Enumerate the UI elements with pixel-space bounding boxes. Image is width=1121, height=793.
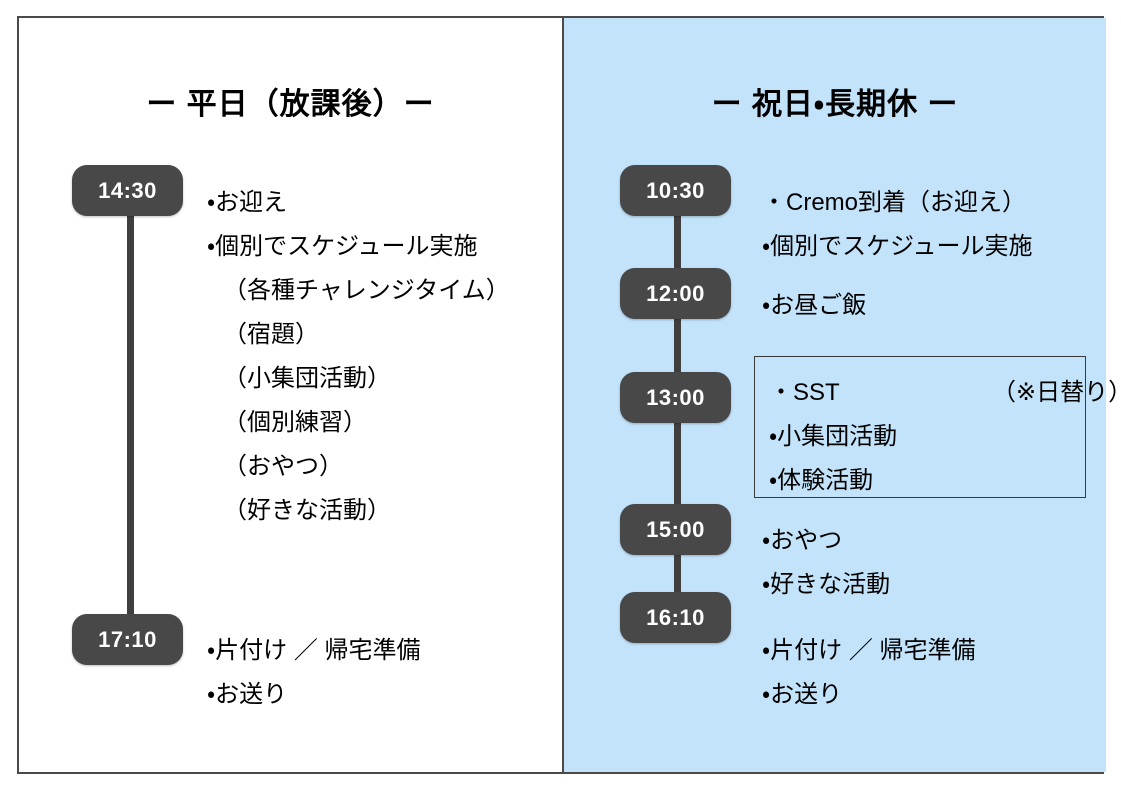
holiday-activity-list-1: ・Cremo到着（お迎え） ・個別でスケジュール実施 — [762, 181, 1032, 269]
activity-line: ・個別でスケジュール実施 — [207, 233, 478, 260]
activity-line: （宿題） — [223, 321, 319, 348]
activity-line: ・お送り — [762, 681, 843, 708]
holiday-time-badge-3: 13:00 — [620, 372, 731, 423]
activity-line: ・お昼ご飯 — [762, 292, 867, 319]
holiday-time-badge-5: 16:10 — [620, 592, 731, 643]
weekday-time-badge-2: 17:10 — [72, 614, 183, 665]
activity-line: ・片付け ／ 帰宅準備 — [762, 637, 976, 664]
holiday-highlight-box — [754, 356, 1086, 498]
activity-line: （各種チャレンジタイム） — [223, 277, 510, 304]
weekday-activity-list-1: ・お迎え ・個別でスケジュール実施 （各種チャレンジタイム） （宿題） （小集団… — [207, 181, 510, 533]
holiday-time-badge-4: 15:00 — [620, 504, 731, 555]
daily-rotation-note: （※日替り） — [992, 379, 1121, 406]
activity-line-row: ・SST （※日替り） — [769, 371, 1121, 415]
diagram-frame: ー 平日（放課後）ー 14:30 ・お迎え ・個別でスケジュール実施 （各種チャ… — [17, 16, 1121, 774]
activity-line: （おやつ） — [223, 453, 343, 480]
holiday-activity-list-4: ・おやつ ・好きな活動 — [762, 519, 890, 607]
activity-line: ・SST — [769, 379, 840, 406]
holiday-activity-list-2: ・お昼ご飯 — [762, 284, 866, 328]
weekday-panel: ー 平日（放課後）ー 14:30 ・お迎え ・個別でスケジュール実施 （各種チャ… — [19, 18, 562, 772]
activity-line: ・片付け ／ 帰宅準備 — [207, 637, 421, 664]
weekday-title: ー 平日（放課後）ー — [146, 88, 435, 121]
holiday-time-badge-1: 10:30 — [620, 165, 731, 216]
holiday-time-badge-2: 12:00 — [620, 268, 731, 319]
activity-line: （好きな活動） — [223, 497, 391, 524]
holiday-activity-list-3: ・SST （※日替り） ・小集団活動 ・体験活動 — [769, 371, 1121, 503]
activity-line: ・Cremo到着（お迎え） — [762, 189, 1027, 216]
holiday-activity-list-5: ・片付け ／ 帰宅準備 ・お送り — [762, 629, 976, 717]
activity-line: ・お送り — [207, 681, 288, 708]
activity-line: ・好きな活動 — [762, 571, 891, 598]
weekday-timeline: 14:30 ・お迎え ・個別でスケジュール実施 （各種チャレンジタイム） （宿題… — [19, 18, 562, 772]
activity-line: ・お迎え — [207, 189, 288, 216]
holiday-timeline: 10:30 ・Cremo到着（お迎え） ・個別でスケジュール実施 12:00 ・… — [564, 18, 1121, 772]
weekday-activity-list-2: ・片付け ／ 帰宅準備 ・お送り — [207, 629, 421, 717]
activity-line: （小集団活動） — [223, 365, 391, 392]
activity-line: ・おやつ — [762, 527, 843, 554]
holiday-panel: ー 祝日・長期休 ー 10:30 ・Cremo到着（お迎え） ・個別でスケジュー… — [562, 18, 1121, 772]
weekday-connector — [127, 210, 134, 616]
activity-line: ・小集団活動 — [769, 423, 898, 450]
activity-line: （個別練習） — [223, 409, 367, 436]
holiday-title: ー 祝日・長期休 ー — [711, 88, 959, 121]
activity-line: ・個別でスケジュール実施 — [762, 233, 1033, 260]
activity-line: ・体験活動 — [769, 467, 874, 494]
weekday-time-badge-1: 14:30 — [72, 165, 183, 216]
